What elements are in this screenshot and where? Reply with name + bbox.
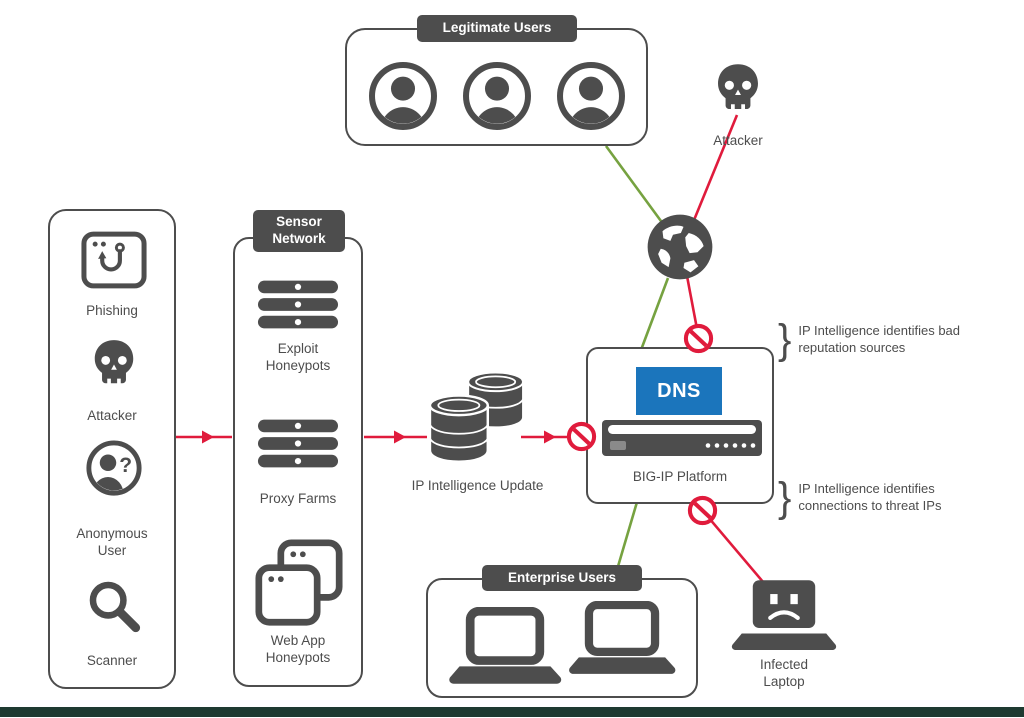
blocked-sign-icon <box>687 495 718 526</box>
user-avatar-icon <box>366 59 440 133</box>
brace-glyph: } <box>778 316 792 364</box>
infected-laptop-label: Infected Laptop <box>759 657 809 689</box>
callout-threat-ips: } IP Intelligence identifies connections… <box>778 474 976 522</box>
scanner-label: Scanner <box>86 653 138 668</box>
callout-bad-reputation: } IP Intelligence identifies bad reputat… <box>778 316 976 364</box>
user-avatar-icon <box>554 59 628 133</box>
attacker-label: Attacker <box>713 133 763 148</box>
blocked-sign-icon <box>683 323 714 354</box>
legitimate-users-box <box>345 28 648 146</box>
attacker-label: Attacker <box>87 408 137 423</box>
dns-badge: DNS <box>636 367 722 415</box>
sensor-network-label: Sensor Network <box>253 210 345 252</box>
bigip-platform-box: DNS BIG-IP Platform <box>586 347 774 504</box>
proxy-farms-label: Proxy Farms <box>259 491 337 506</box>
web-app-honeypots-label: Web App Honeypots <box>265 633 331 665</box>
callout-threat-ips-text: IP Intelligence identifies connections t… <box>798 481 942 513</box>
callout-bad-reputation-text: IP Intelligence identifies bad reputatio… <box>798 323 961 355</box>
blocked-sign-icon <box>566 421 597 452</box>
phishing-label: Phishing <box>86 303 138 318</box>
exploit-honeypots-servers-icon <box>257 280 339 329</box>
ip-intelligence-database-icon <box>428 371 525 463</box>
exploit-honeypots-label: Exploit Honeypots <box>265 341 331 373</box>
scanner-magnifier-icon <box>85 577 143 635</box>
arrowhead-icon <box>394 430 406 444</box>
infected-laptop-icon <box>728 578 840 656</box>
enterprise-users-label: Enterprise Users <box>482 565 642 591</box>
brace-glyph: } <box>778 474 792 522</box>
enterprise-users-box <box>426 578 698 698</box>
anonymous-user-icon <box>84 438 144 498</box>
web-app-honeypots-icon <box>255 539 343 627</box>
arrowhead-icon <box>544 430 556 444</box>
bigip-appliance-icon <box>602 420 762 456</box>
attacker-skull-icon <box>711 61 765 115</box>
laptop-icon <box>566 601 678 677</box>
bigip-platform-label: BIG-IP Platform <box>632 469 728 484</box>
ip-intelligence-update-label: IP Intelligence Update <box>411 478 544 493</box>
threat-sources-box: Phishing Attacker Anonymous User Scanner <box>48 209 176 689</box>
phishing-icon <box>81 231 147 289</box>
laptop-icon <box>446 607 564 687</box>
user-avatar-icon <box>460 59 534 133</box>
arrowhead-icon <box>202 430 214 444</box>
user-avatars <box>347 30 646 133</box>
proxy-farms-servers-icon <box>257 419 339 468</box>
anonymous-user-label: Anonymous User <box>76 526 148 558</box>
footer-bar <box>0 707 1024 717</box>
globe-icon <box>645 212 715 282</box>
attacker-skull-icon <box>88 337 140 389</box>
sensor-network-box: Exploit Honeypots Proxy Farms Web App Ho… <box>233 237 363 687</box>
legitimate-users-label: Legitimate Users <box>417 15 577 42</box>
